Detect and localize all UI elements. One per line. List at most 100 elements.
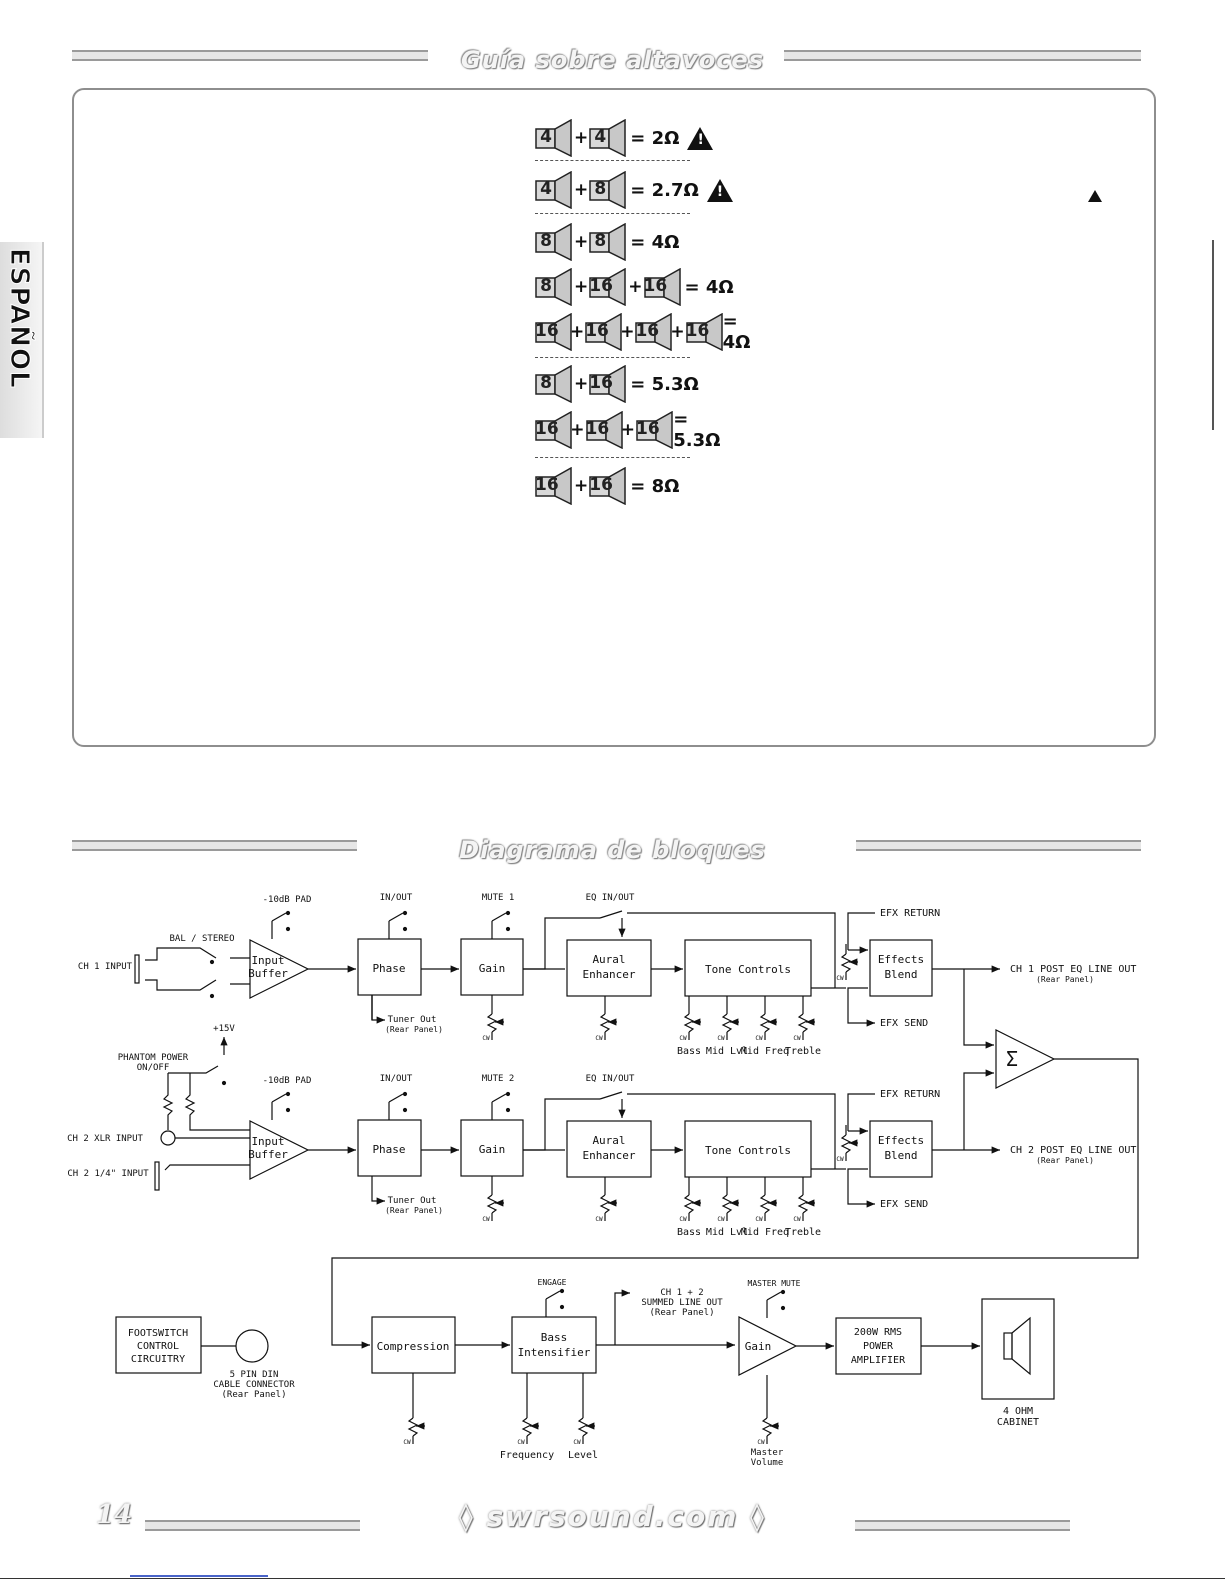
switch-contact [780,1289,786,1295]
effects-blend-block [869,1120,933,1178]
speaker-combo-row: 8+8= 4Ω [535,222,679,262]
link-underline [130,1575,268,1577]
wire [614,1289,630,1345]
pot-tag: CW [595,1035,603,1042]
pot-tag: CW [793,1216,801,1223]
speaker-combo-row: 4+8= 2.7Ω [535,170,733,210]
eq-in-out-label: EQ IN/OUT [586,1074,635,1084]
website-url[interactable]: ◊ swrsound.com ◊ [459,1500,766,1533]
compression-label: Compression [377,1340,450,1353]
in-out-label: IN/OUT [380,893,413,903]
speaker-ohms: 4 [540,127,552,147]
eq-in-out-label: EQ IN/OUT [586,893,635,903]
pot-label: Bass [677,1227,701,1238]
speaker-icon: 4 [589,119,627,157]
phase-label: Phase [372,962,405,975]
speaker-ohms: 16 [643,276,668,296]
input-buffer-amp [249,939,310,999]
speaker-ohms: 16 [535,419,559,439]
speaker-ohms: 16 [589,373,613,393]
plus-sign: + [570,420,585,440]
efx-return-label: EFX RETURN [880,1089,940,1100]
eq-bypass-wire [627,912,836,988]
bal-stereo-label: BAL / STEREO [169,934,234,944]
engage-switch [545,1290,561,1300]
pot-resistor [840,953,852,973]
pot-tag: CW [717,1216,725,1223]
cabinet-label: CABINET [997,1417,1039,1428]
plus-sign: + [574,476,589,496]
plus-sign: + [620,420,635,440]
pad-switch [271,912,287,922]
plus-sign: + [569,322,585,342]
speaker-icon: 4 [535,119,573,157]
switch-contact [505,1107,511,1113]
pot-tag: CW [573,1439,581,1446]
in-out-switch [388,1093,404,1103]
switch-contact [505,1091,511,1097]
speaker-combo-row: 16+16= 8Ω [535,466,679,506]
switch-contact [285,910,291,916]
header-rule-right [856,840,1141,851]
impedance-result: = 5.3Ω [630,373,699,395]
speaker-ohms: 16 [636,419,660,439]
group-divider [535,357,690,358]
warning-icon [1088,190,1102,202]
in-out-switch [388,912,404,922]
pot-label: Bass [677,1046,701,1057]
speaker-ohms: 16 [535,475,559,495]
effects-blend-block [869,939,933,997]
wire [847,912,875,950]
speaker-combo-row: 16+16+16= 5.3Ω [535,409,735,451]
din-connector-label: CABLE CONNECTOR [213,1380,295,1390]
pot-label: Mid Lvl [706,1046,748,1057]
wire [963,1069,994,1150]
plus-sign: + [628,277,643,297]
gain-label: Gain [479,1143,506,1156]
wire [963,969,994,1049]
line-out-label: CH 1 POST EQ LINE OUT [1010,964,1136,975]
footswitch-label: FOOTSWITCH [128,1328,188,1339]
eq-switch-blade [599,910,623,919]
plus-sign: + [670,322,685,342]
speaker-ohms: 4 [594,127,607,147]
plus-sign: + [620,322,635,342]
pot-tag: CW [595,1216,603,1223]
eq-bypass-wire [523,917,600,970]
impedance-result: = 5.3Ω [673,409,721,451]
speaker-ohms: 4 [540,179,552,199]
input-buffer-label: Buffer [248,1148,288,1161]
page-edge-mark [1212,240,1214,430]
phantom-power-label: ON/OFF [137,1063,170,1073]
pot-tag: CW [482,1035,490,1042]
speaker-impedance-chart: 4+4= 2Ω4+8= 2.7Ω8+8= 4Ω8+16+16= 4Ω16+16+… [535,112,750,512]
speaker-icon: 16 [585,313,622,351]
tuner-out-label: Tuner Out [388,1196,437,1206]
pad-label: -10dB PAD [263,1076,312,1086]
in-out-label: IN/OUT [380,1074,413,1084]
tone-controls-label: Tone Controls [705,963,791,976]
page-number: 14 [96,1500,133,1530]
group-divider [535,457,690,458]
din-connector-label: 5 PIN DIN [230,1370,279,1380]
speaker-icon: 16 [589,268,627,306]
speaker-ohms: 16 [589,276,613,296]
switch-contact [505,926,511,932]
pot-resistor [599,1194,611,1214]
switch-contact [505,910,511,916]
pot-tag: CW [517,1439,525,1446]
pot-label: Mid Freq [741,1227,789,1238]
header-rule-left [72,840,357,851]
eq-bypass-wire [523,1098,600,1151]
aural-enhancer-label: Enhancer [583,968,636,981]
summed-line-out-label: (Rear Panel) [649,1308,714,1318]
pot-label: Treble [785,1227,821,1238]
header-rule-right [784,50,1141,61]
din-connector [235,1329,269,1363]
switch-contact [285,1107,291,1113]
wire [164,1164,250,1171]
summed-line-out-label: SUMMED LINE OUT [641,1298,723,1308]
speaker-icon: 16 [586,411,623,449]
header-rule-left [72,50,428,61]
